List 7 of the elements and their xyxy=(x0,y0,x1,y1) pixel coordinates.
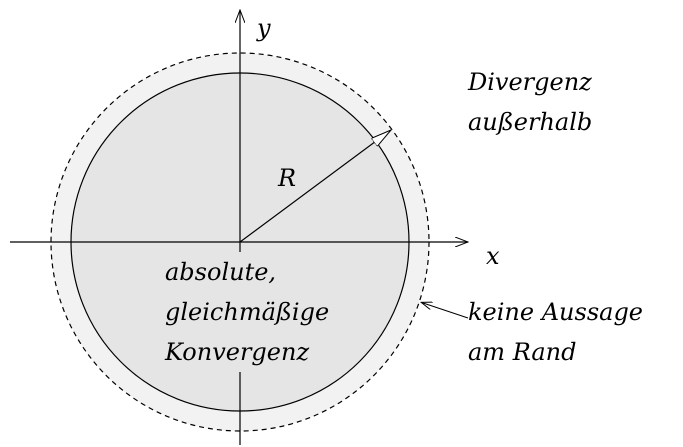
radius-label: R xyxy=(278,163,296,194)
region-label: keine Aussage am Rand xyxy=(468,297,644,368)
region-label: absolute, gleichmäßige Konvergenz xyxy=(165,252,330,372)
axis-label: x xyxy=(486,241,500,272)
axis-label: y xyxy=(257,13,271,44)
region-label: Divergenz außerhalb xyxy=(468,67,594,138)
leader-line xyxy=(420,302,468,318)
